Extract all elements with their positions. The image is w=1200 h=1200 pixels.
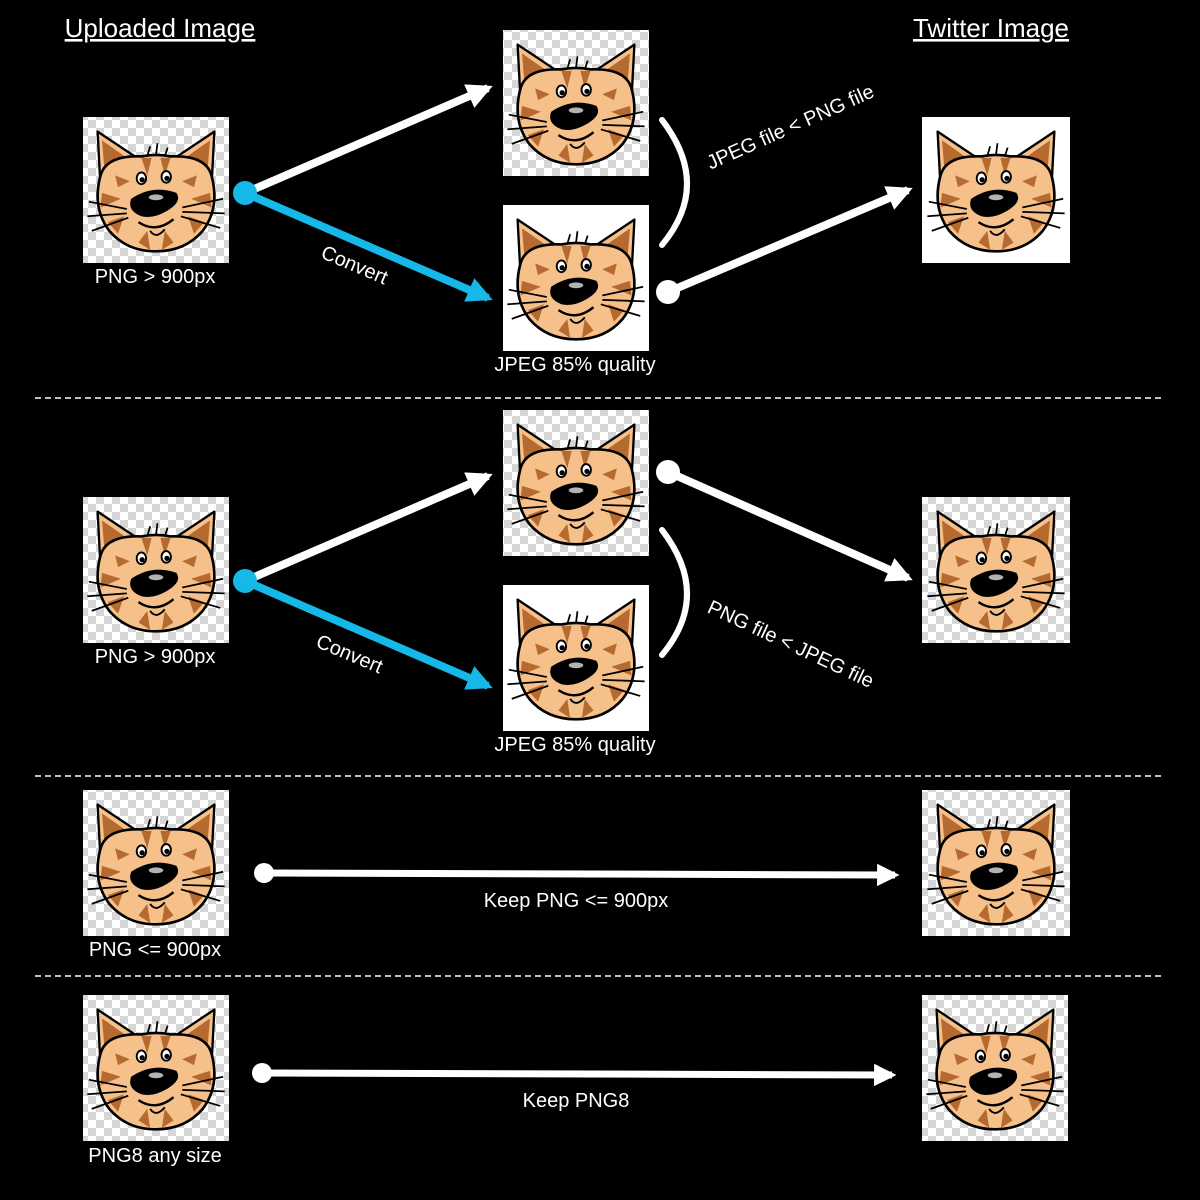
start-dot bbox=[254, 863, 274, 883]
row-1: PNG > 900px JPEG 85% quality Convert JPE… bbox=[83, 30, 1070, 376]
input-label: PNG > 900px bbox=[95, 266, 216, 288]
selected-dot bbox=[656, 280, 680, 304]
cat-thumbnail-jpeg-white bbox=[503, 205, 649, 351]
cat-thumbnail-twitter-jpeg bbox=[922, 117, 1070, 263]
row-4: PNG8 any size Keep PNG8 bbox=[83, 995, 1068, 1167]
cat-thumbnail-twitter-png bbox=[922, 790, 1070, 936]
branch-dot bbox=[233, 569, 257, 593]
cat-thumbnail-uploaded-transparent bbox=[83, 790, 229, 936]
cat-thumbnail-twitter-png bbox=[922, 995, 1068, 1141]
compare-bracket bbox=[659, 527, 690, 658]
input-label: PNG <= 900px bbox=[89, 939, 221, 961]
arrow-to-twitter bbox=[666, 186, 913, 296]
arrow-to-twitter bbox=[666, 468, 913, 582]
cat-thumbnail-png-transparent bbox=[503, 410, 649, 556]
uploaded-image-header: Uploaded Image bbox=[65, 13, 256, 43]
jpeg-quality-label: JPEG 85% quality bbox=[494, 354, 655, 376]
cat-thumbnail-png-transparent bbox=[503, 30, 649, 176]
convert-arrow bbox=[243, 577, 493, 690]
compare-label: PNG file < JPEG file bbox=[704, 596, 877, 692]
jpeg-quality-label: JPEG 85% quality bbox=[494, 734, 655, 756]
cat-thumbnail-uploaded-transparent bbox=[83, 995, 229, 1141]
compare-label: JPEG file < PNG file bbox=[704, 81, 878, 175]
keep-arrow bbox=[263, 863, 900, 887]
action-label: Keep PNG8 bbox=[523, 1090, 630, 1112]
convert-arrow bbox=[243, 189, 493, 302]
row-2: PNG > 900px JPEG 85% quality Convert PNG… bbox=[83, 410, 1070, 756]
start-dot bbox=[252, 1063, 272, 1083]
branch-dot bbox=[233, 181, 257, 205]
input-label: PNG8 any size bbox=[88, 1145, 221, 1167]
row-3: PNG <= 900px Keep PNG <= 900px bbox=[83, 790, 1070, 961]
cat-thumbnail-uploaded-transparent bbox=[83, 117, 229, 263]
action-label: Keep PNG <= 900px bbox=[484, 890, 669, 912]
cat-thumbnail-uploaded-transparent bbox=[83, 497, 229, 643]
selected-dot bbox=[656, 460, 680, 484]
cat-thumbnail-twitter-png bbox=[922, 497, 1070, 643]
cat-thumbnail-jpeg-white bbox=[503, 585, 649, 731]
keep-arrow bbox=[261, 1063, 897, 1087]
arrow-to-png bbox=[243, 84, 493, 197]
twitter-image-header: Twitter Image bbox=[913, 13, 1069, 43]
arrow-to-png bbox=[243, 472, 493, 585]
input-label: PNG > 900px bbox=[95, 646, 216, 668]
compare-bracket bbox=[659, 117, 690, 248]
